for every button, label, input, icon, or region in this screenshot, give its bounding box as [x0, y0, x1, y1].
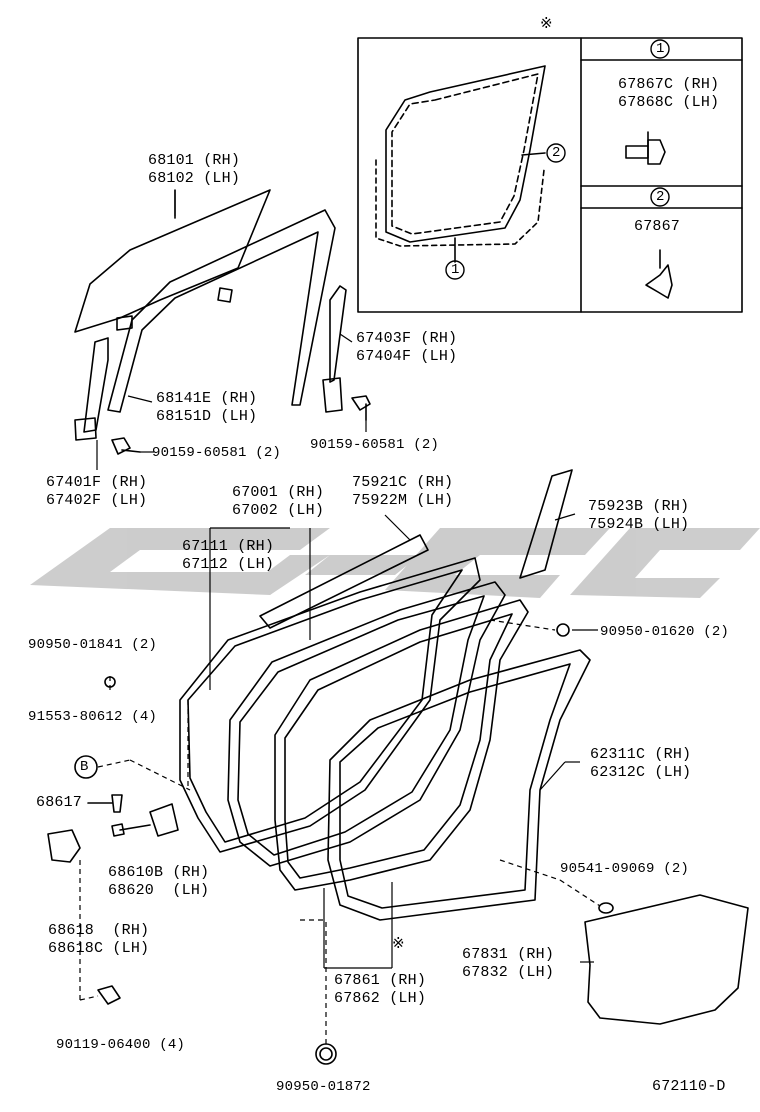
hinge — [47, 829, 81, 863]
run-channel — [107, 209, 336, 413]
inset-callout-2-circle — [546, 143, 566, 163]
opening-weatherstrip — [327, 649, 591, 921]
rear-channel — [329, 285, 347, 383]
inner-door-panel — [227, 581, 506, 867]
inset-weatherstrip — [391, 73, 539, 235]
inset-part-2: 67867 — [634, 218, 681, 235]
inset-door-callout-1: 1 — [451, 262, 460, 278]
label-front-channel-rh: 67401F (RH) — [46, 474, 148, 491]
label-clip: 90541-09069 (2) — [560, 861, 690, 877]
callout-b-label: B — [80, 759, 89, 775]
label-tape-lh: 75924B (LH) — [588, 516, 690, 533]
label-run-lh: 68151D (LH) — [156, 408, 258, 425]
label-trim-rh: 67861 (RH) — [334, 972, 427, 989]
outer-door-panel — [179, 557, 481, 853]
label-panel-lh: 67002 (LH) — [232, 502, 325, 519]
label-weatherstrip-lh: 67112 (LH) — [182, 556, 275, 573]
label-plug-bottom: 90950-01872 — [276, 1079, 371, 1095]
inset-door-outline — [385, 65, 546, 243]
label-bolt-front: 90159-60581 (2) — [152, 445, 282, 461]
door-weatherstrip — [274, 599, 529, 891]
inset-part-1-rh: 67867C (RH) — [618, 76, 720, 93]
front-channel — [83, 337, 109, 433]
label-bolt-hinge: 90119-06400 (4) — [56, 1037, 186, 1053]
inset-part-1-lh: 67868C (LH) — [618, 94, 720, 111]
opening-mark: ※ — [392, 936, 405, 953]
inset-detail — [357, 37, 743, 313]
inset-callout-1-circle — [445, 260, 465, 280]
label-screw-b: 91553-80612 (4) — [28, 709, 158, 725]
inset-callout-1-label: 1 — [656, 41, 665, 57]
label-run-rh: 68141E (RH) — [156, 390, 258, 407]
label-glass-lh: 68102 (LH) — [148, 170, 241, 187]
label-trim-lh: 67862 (LH) — [334, 990, 427, 1007]
label-film-lh: 67832 (LH) — [462, 964, 555, 981]
label-checker-rh: 68610B (RH) — [108, 864, 210, 881]
plug-icon-bottom — [315, 1043, 337, 1065]
clip-c-icon — [625, 131, 666, 165]
label-door-weather-rh: 62311C (RH) — [590, 746, 692, 763]
label-bolt-rear: 90159-60581 (2) — [310, 437, 440, 453]
diagram-code: 672110-D — [652, 1078, 726, 1095]
callout-b-circle — [74, 755, 98, 779]
label-door-weather-lh: 62312C (LH) — [590, 764, 692, 781]
inset-frame — [357, 37, 743, 313]
clip-icon — [645, 249, 673, 299]
callout-1-circle — [650, 39, 670, 59]
label-checker-lh: 68620 (LH) — [108, 882, 210, 899]
inset-mark: ※ — [540, 16, 553, 33]
door-check — [149, 803, 179, 837]
rear-tape — [519, 469, 573, 579]
label-weatherstrip-rh: 67111 (RH) — [182, 538, 275, 555]
pin-icon — [111, 794, 123, 813]
bolt-icon — [97, 985, 121, 1005]
inset-callout-2-label: 2 — [656, 189, 665, 205]
label-moulding-lh: 75922M (LH) — [352, 492, 454, 509]
label-glass-rh: 68101 (RH) — [148, 152, 241, 169]
inset-door-callout-2: 2 — [552, 145, 561, 161]
label-panel-rh: 67001 (RH) — [232, 484, 325, 501]
label-hinge-lh: 68618C (LH) — [48, 940, 150, 957]
service-hole-cover — [584, 894, 749, 1025]
label-plug-upper-right: 90950-01620 (2) — [600, 624, 730, 640]
label-film-rh: 67831 (RH) — [462, 946, 555, 963]
belt-moulding — [259, 534, 429, 629]
label-pin: 68617 — [36, 794, 83, 811]
label-front-channel-lh: 67402F (LH) — [46, 492, 148, 509]
callout-2-circle — [650, 187, 670, 207]
label-rear-channel-rh: 67403F (RH) — [356, 330, 458, 347]
label-hinge-rh: 68618 (RH) — [48, 922, 150, 939]
door-glass — [74, 189, 271, 333]
label-tape-rh: 75923B (RH) — [588, 498, 690, 515]
label-plug-upper-left: 90950-01841 (2) — [28, 637, 158, 653]
clip-icon-lower — [598, 902, 614, 914]
label-rear-channel-lh: 67404F (LH) — [356, 348, 458, 365]
label-moulding-rh: 75921C (RH) — [352, 474, 454, 491]
plug-icon-right — [556, 623, 570, 637]
